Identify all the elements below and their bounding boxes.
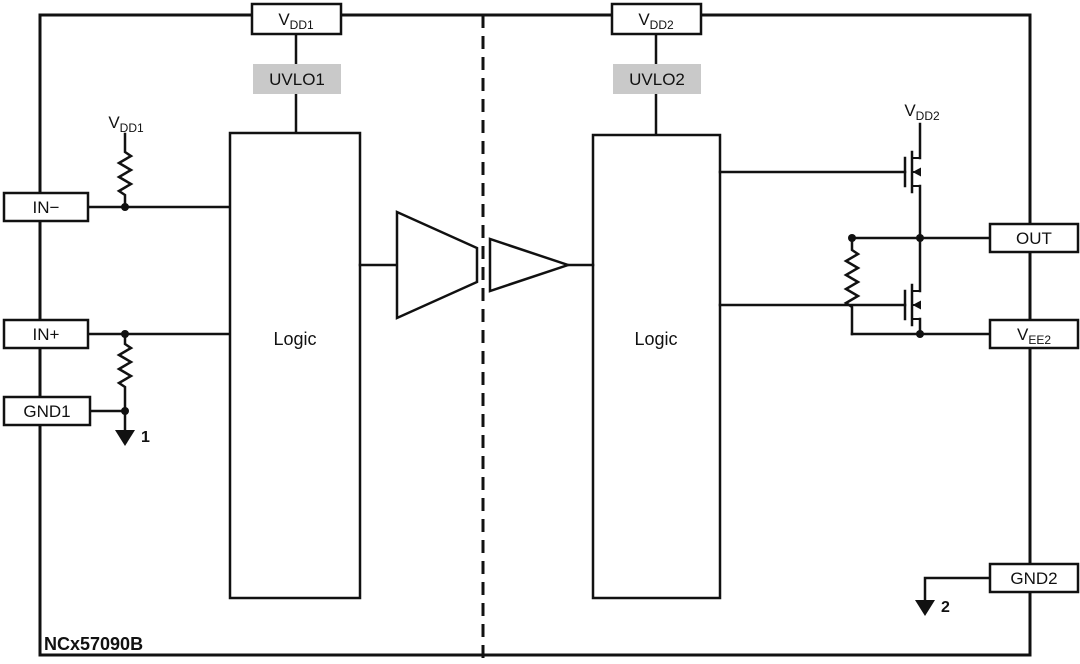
pin-box-vdd2 xyxy=(610,2,703,36)
pin-gnd2: GND2 xyxy=(988,562,1080,594)
pin-label-gnd1: GND1 xyxy=(23,402,70,421)
part-number: NCx57090B xyxy=(44,634,143,654)
pullup-resistor-in-minus xyxy=(116,132,134,209)
pin-label-out: OUT xyxy=(1016,229,1052,248)
pin-label-vdd2: VDD2 xyxy=(638,10,674,32)
junction-dot-in-plus xyxy=(121,330,129,338)
pin-in-minus: IN− xyxy=(2,191,90,223)
logic-block-output-label: Logic xyxy=(634,329,677,349)
pin-box-vdd1 xyxy=(250,2,343,36)
uvlo1-label: UVLO1 xyxy=(269,70,325,89)
logic-block-input-label: Logic xyxy=(273,329,316,349)
net-label-vdd2: VDD2 xyxy=(904,101,940,123)
resistor-zigzag xyxy=(116,332,134,434)
pin-label-vdd1: VDD1 xyxy=(278,10,314,32)
mosfet-low-side xyxy=(903,236,922,336)
logic-block-output-side xyxy=(591,133,722,600)
pin-label-vee2: VEE2 xyxy=(1017,325,1051,347)
pin-box-vee2 xyxy=(988,318,1080,350)
resistor-zigzag xyxy=(116,132,134,209)
ground-symbol-1 xyxy=(115,430,135,446)
mosfet-arrow xyxy=(912,300,921,310)
net-label-vdd2-base: V xyxy=(904,101,916,120)
pin-out: OUT xyxy=(988,222,1080,254)
pin-label-gnd2: GND2 xyxy=(1010,569,1057,588)
pin-label-vdd1-base: V xyxy=(278,10,290,29)
pin-in-plus: IN+ xyxy=(2,318,90,350)
uvlo2-label: UVLO2 xyxy=(629,70,685,89)
pin-box-out xyxy=(988,222,1080,254)
pin-vee2: VEE2 xyxy=(988,318,1080,350)
isolation-transmitter-shape xyxy=(395,210,479,320)
pin-gnd1: GND1 xyxy=(2,395,92,427)
mosfet-high-side xyxy=(903,122,922,240)
pin-box-gnd2 xyxy=(988,562,1080,594)
output-pulldown-resistor xyxy=(843,236,861,336)
wire-gnd2 xyxy=(923,576,992,604)
ground-ref-2: 2 xyxy=(941,599,950,616)
pin-box-gnd1 xyxy=(2,395,92,427)
logic-block-input-side xyxy=(228,131,362,600)
pin-label-vdd2-base: V xyxy=(638,10,650,29)
junction-dot-vee2 xyxy=(916,330,924,338)
uvlo1-block xyxy=(253,64,341,94)
net-label-vdd1-base: V xyxy=(108,113,120,132)
pin-box-in-minus xyxy=(2,191,90,223)
pin-vdd1: VDD1 xyxy=(250,2,343,36)
pin-box-in-plus xyxy=(2,318,90,350)
isolation-receiver-shape xyxy=(488,237,572,293)
pin-label-in-minus: IN− xyxy=(33,198,60,217)
resistor-zigzag xyxy=(843,236,861,336)
net-label-vdd2-sub: DD2 xyxy=(916,109,940,123)
junction-dot-in-minus xyxy=(121,203,129,211)
ground-ref-1: 1 xyxy=(141,429,150,446)
pin-label-vee2-base: V xyxy=(1017,325,1029,344)
net-label-vdd1: VDD1 xyxy=(108,113,144,135)
pin-label-vdd1-sub: DD1 xyxy=(290,18,314,32)
pin-vdd2: VDD2 xyxy=(610,2,703,36)
net-label-vdd1-sub: DD1 xyxy=(120,121,144,135)
junction-dot-gnd1 xyxy=(121,407,129,415)
pin-label-vee2-sub: EE2 xyxy=(1028,333,1051,347)
pulldown-resistor-in-plus xyxy=(116,332,134,434)
pin-label-vdd2-sub: DD2 xyxy=(650,18,674,32)
uvlo2-block xyxy=(613,64,701,94)
ground-symbol-2 xyxy=(915,600,935,616)
mosfet-arrow xyxy=(912,167,921,177)
pin-label-in-plus: IN+ xyxy=(33,325,60,344)
